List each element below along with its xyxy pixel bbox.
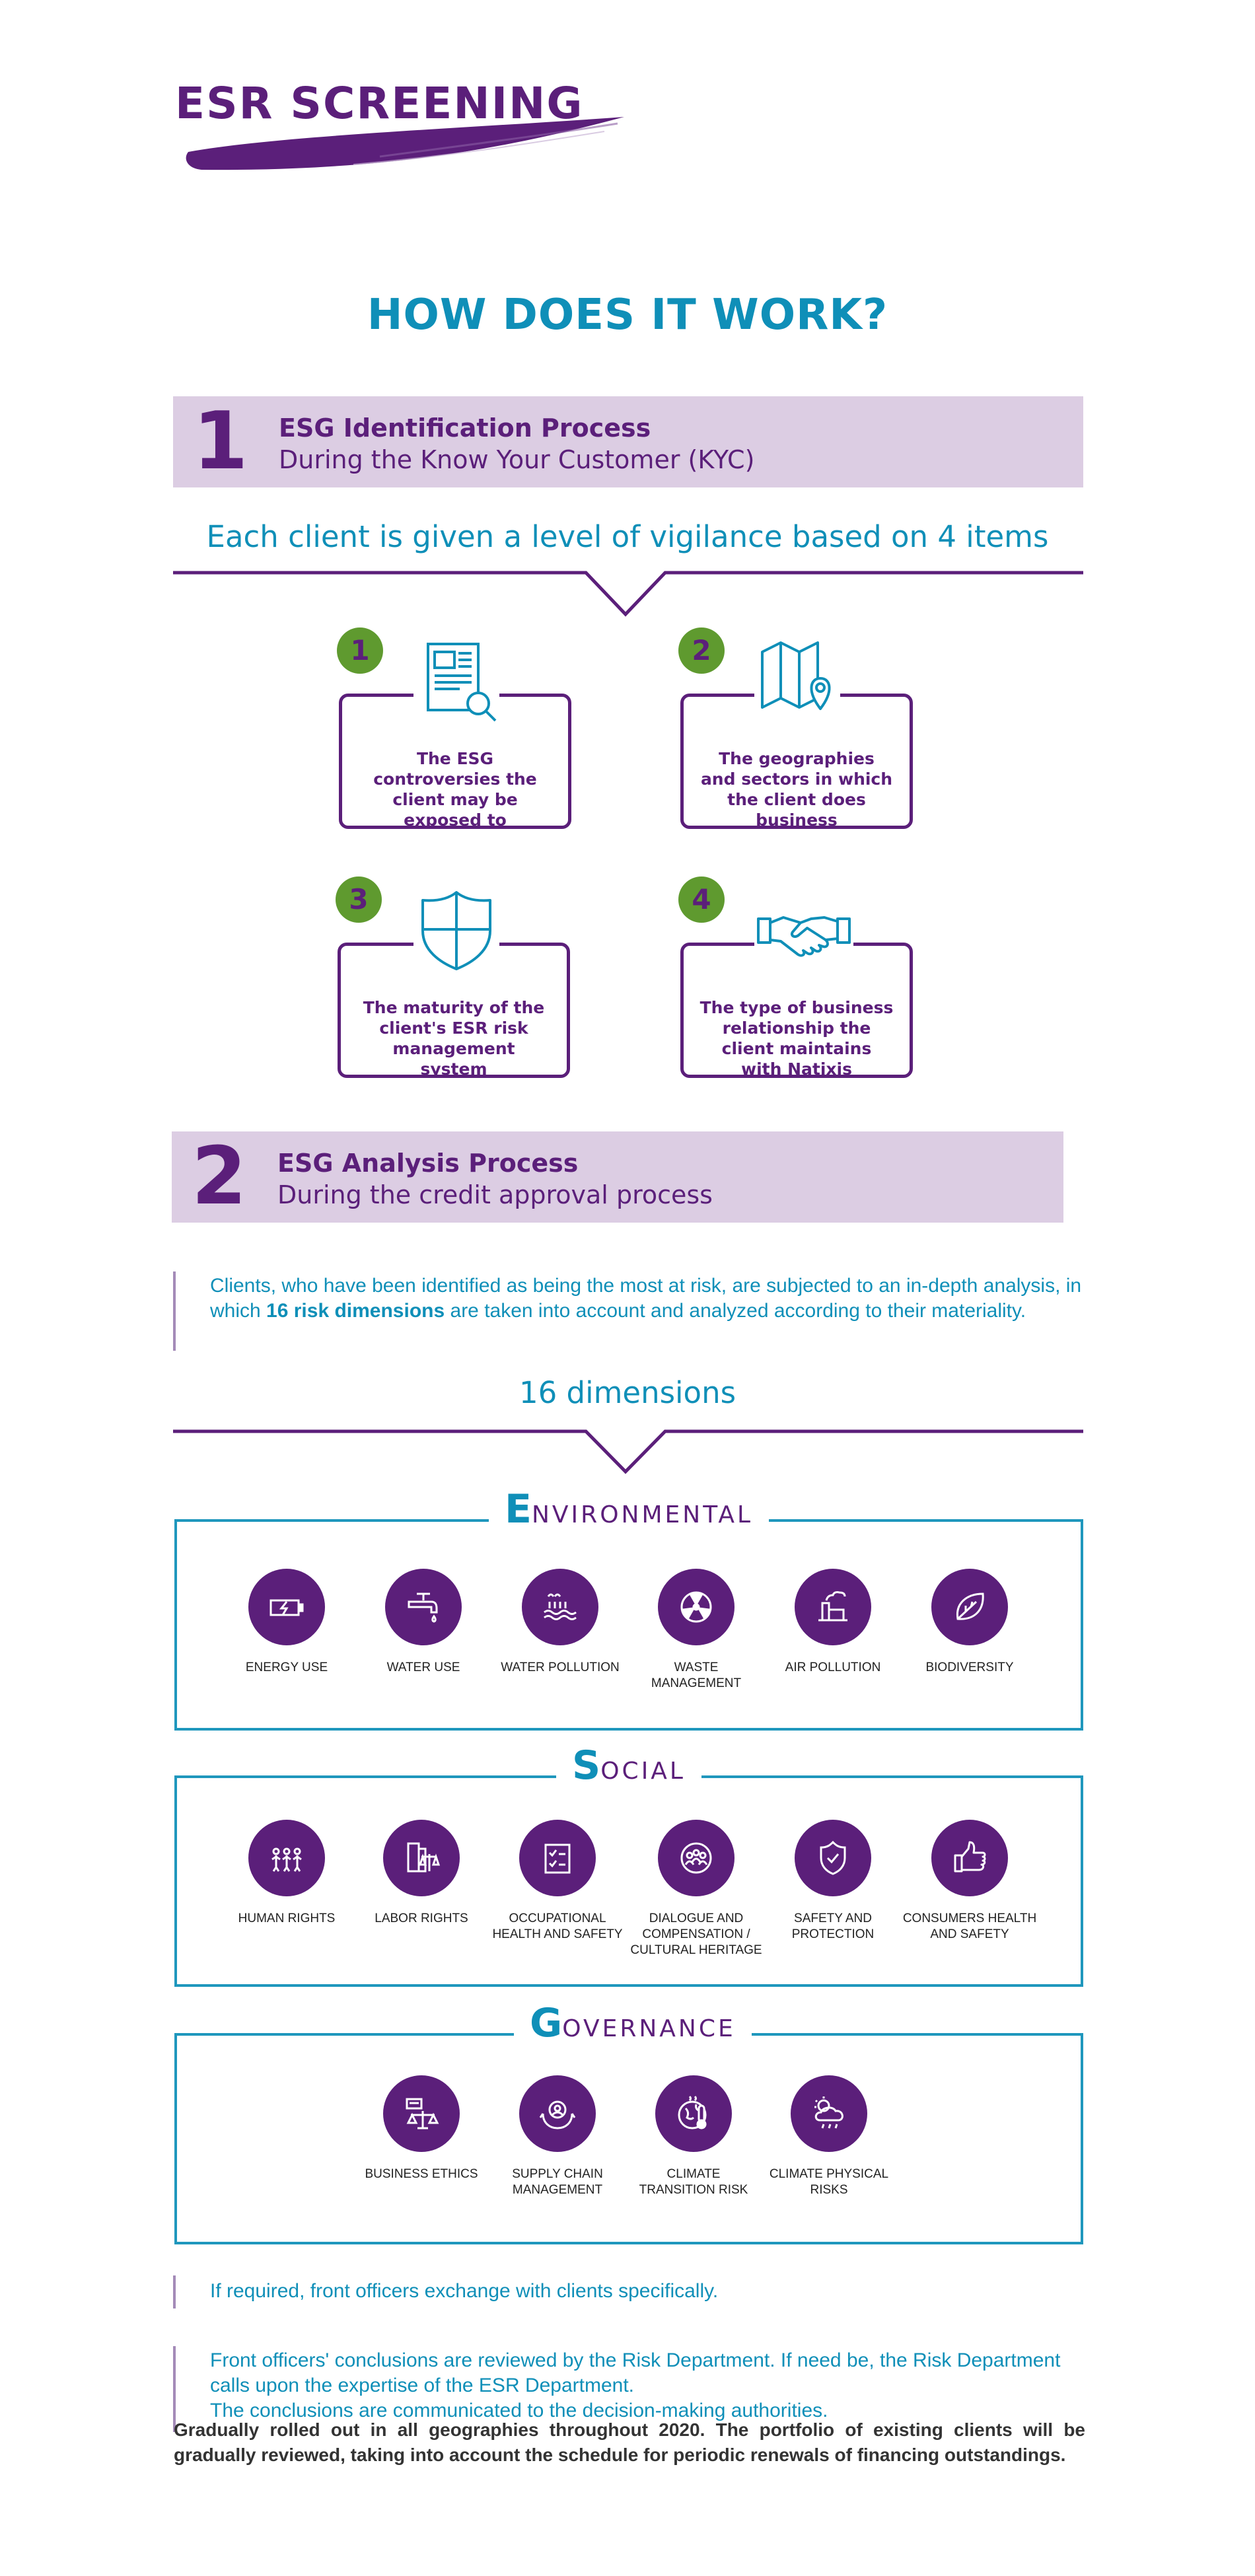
- step2-paragraph-text-b: are taken into account and analyzed acco…: [445, 1300, 1026, 1322]
- dim-label: BIODIVERSITY: [925, 1661, 1014, 1674]
- step2-paragraph-bold: 16 risk dimensions: [266, 1300, 445, 1322]
- item-badge-2: 2: [678, 627, 725, 674]
- item-text-2: The geographies and sectors in which the…: [700, 749, 893, 830]
- shield-icon: [413, 888, 499, 974]
- dim-human-rights: HUMAN RIGHTS: [221, 1820, 353, 1927]
- checklist-icon: [519, 1820, 596, 1896]
- note2-bar: [173, 2346, 176, 2432]
- dim-label: CLIMATE TRANSITION RISK: [639, 2167, 748, 2197]
- dim-label: AIR POLLUTION: [785, 1661, 881, 1674]
- community-icon: [658, 1820, 735, 1896]
- step2-band: 2 ESG Analysis Process During the credit…: [172, 1131, 1063, 1223]
- item-card-2: The geographies and sectors in which the…: [680, 694, 913, 830]
- map-pin-icon: [754, 637, 840, 723]
- dimensions-lead: 16 dimensions: [519, 1375, 736, 1410]
- dimensions-divider: [173, 1429, 1083, 1474]
- dim-air-pollution: AIR POLLUTION: [767, 1569, 899, 1676]
- dim-label: HUMAN RIGHTS: [238, 1912, 336, 1925]
- dim-label: SAFETY AND PROTECTION: [791, 1912, 875, 1941]
- item-badge-3: 3: [336, 877, 382, 923]
- supply-chain-icon: [519, 2075, 596, 2152]
- dim-climate-physical: CLIMATE PHYSICAL RISKS: [763, 2075, 895, 2198]
- globe-thermometer-icon: [655, 2075, 732, 2152]
- page-title: ESR SCREENING: [175, 78, 584, 129]
- factory-icon: [795, 1569, 871, 1645]
- dim-labor-rights: LABOR RIGHTS: [355, 1820, 487, 1927]
- dim-water-use: WATER USE: [357, 1569, 489, 1676]
- step2-paragraph-text-a: Clients, who have been identified as bei…: [210, 1275, 1082, 1322]
- leaf-icon: [931, 1569, 1008, 1645]
- step2-number: 2: [192, 1131, 247, 1223]
- dim-safety-protection: SAFETY AND PROTECTION: [767, 1820, 899, 1943]
- environmental-heading: ENVIRONMENTAL: [489, 1486, 770, 1532]
- note2-text: Front officers' conclusions are reviewed…: [210, 2348, 1095, 2423]
- dim-label: WATER POLLUTION: [501, 1661, 620, 1674]
- storm-cloud-icon: [791, 2075, 867, 2152]
- social-heading: SOCIAL: [556, 1742, 701, 1789]
- dim-label: CONSUMERS HEALTH AND SAFETY: [902, 1912, 1037, 1941]
- step2-title: ESG Analysis Process: [277, 1149, 579, 1178]
- dim-label: WASTE MANAGEMENT: [651, 1661, 742, 1690]
- governance-rest: OVERNANCE: [562, 2015, 736, 2042]
- people-icon: [248, 1820, 325, 1896]
- item-text-3: The maturity of the client's ESR risk ma…: [363, 998, 545, 1079]
- item-card-4: The type of business relationship the cl…: [680, 943, 913, 1079]
- social-initial: S: [572, 1742, 601, 1789]
- dim-label: OCCUPATIONAL HEALTH AND SAFETY: [492, 1912, 623, 1941]
- note1-text: If required, front officers exchange wit…: [210, 2280, 719, 2302]
- radioactive-icon: [658, 1569, 735, 1645]
- step2-subtitle: During the credit approval process: [277, 1180, 713, 1209]
- item-badge-1: 1: [337, 627, 383, 674]
- dim-business-ethics: BUSINESS ETHICS: [355, 2075, 487, 2182]
- step1-divider: [173, 571, 1083, 617]
- dim-energy-use: ENERGY USE: [221, 1569, 353, 1676]
- item-text-1: The ESG controversies the client may be …: [373, 749, 537, 830]
- handshake-icon: [754, 888, 853, 974]
- environmental-rest: NVIRONMENTAL: [532, 1501, 754, 1528]
- governance-initial: G: [530, 2000, 563, 2046]
- battery-icon: [248, 1569, 325, 1645]
- governance-heading: GOVERNANCE: [514, 2000, 752, 2046]
- dim-label: ENERGY USE: [245, 1661, 328, 1674]
- note1-bar: [173, 2275, 176, 2308]
- footer-text: Gradually rolled out in all geographies …: [174, 2419, 1085, 2465]
- dim-water-pollution: WATER POLLUTION: [494, 1569, 626, 1676]
- brush-stroke-decoration: [186, 117, 624, 170]
- ethics-scales-icon: [383, 2075, 460, 2152]
- shield-check-icon: [795, 1820, 871, 1896]
- dim-consumers-health: CONSUMERS HEALTH AND SAFETY: [895, 1820, 1044, 1943]
- item-badge-4: 4: [678, 877, 725, 923]
- step1-lead: Each client is given a level of vigilanc…: [206, 519, 1049, 554]
- dim-label: DIALOGUE AND COMPENSATION / CULTURAL HER…: [630, 1912, 762, 1957]
- dim-label: LABOR RIGHTS: [375, 1912, 468, 1925]
- note2-line2: The conclusions are communicated to the …: [210, 2400, 828, 2421]
- thumbs-up-icon: [931, 1820, 1008, 1896]
- dim-label: CLIMATE PHYSICAL RISKS: [769, 2167, 889, 2197]
- step1-band: 1 ESG Identification Process During the …: [173, 396, 1083, 487]
- dim-occupational-health: OCCUPATIONAL HEALTH AND SAFETY: [491, 1820, 624, 1943]
- dim-waste-management: WASTE MANAGEMENT: [630, 1569, 762, 1692]
- environmental-initial: E: [505, 1486, 532, 1532]
- dim-label: SUPPLY CHAIN MANAGEMENT: [512, 2167, 603, 2197]
- document-search-icon: [413, 637, 499, 723]
- dim-biodiversity: BIODIVERSITY: [904, 1569, 1036, 1676]
- step2-paragraph-bar: [173, 1271, 176, 1351]
- step1-number: 1: [193, 396, 248, 487]
- dim-label: WATER USE: [386, 1661, 460, 1674]
- dim-climate-transition: CLIMATE TRANSITION RISK: [628, 2075, 760, 2198]
- step1-subtitle: During the Know Your Customer (KYC): [279, 445, 755, 474]
- scales-building-icon: [383, 1820, 460, 1896]
- step1-title: ESG Identification Process: [279, 413, 651, 443]
- item-text-4: The type of business relationship the cl…: [699, 998, 894, 1079]
- step2-paragraph: Clients, who have been identified as bei…: [210, 1273, 1095, 1324]
- how-it-works-heading: HOW DOES IT WORK?: [367, 291, 888, 340]
- social-rest: OCIAL: [600, 1758, 686, 1785]
- dim-dialogue-compensation: DIALOGUE AND COMPENSATION / CULTURAL HER…: [618, 1820, 774, 1958]
- dim-supply-chain: SUPPLY CHAIN MANAGEMENT: [491, 2075, 624, 2198]
- note2-line1: Front officers' conclusions are reviewed…: [210, 2349, 1061, 2396]
- dim-label: BUSINESS ETHICS: [365, 2167, 478, 2181]
- water-pollution-icon: [522, 1569, 598, 1645]
- faucet-icon: [385, 1569, 462, 1645]
